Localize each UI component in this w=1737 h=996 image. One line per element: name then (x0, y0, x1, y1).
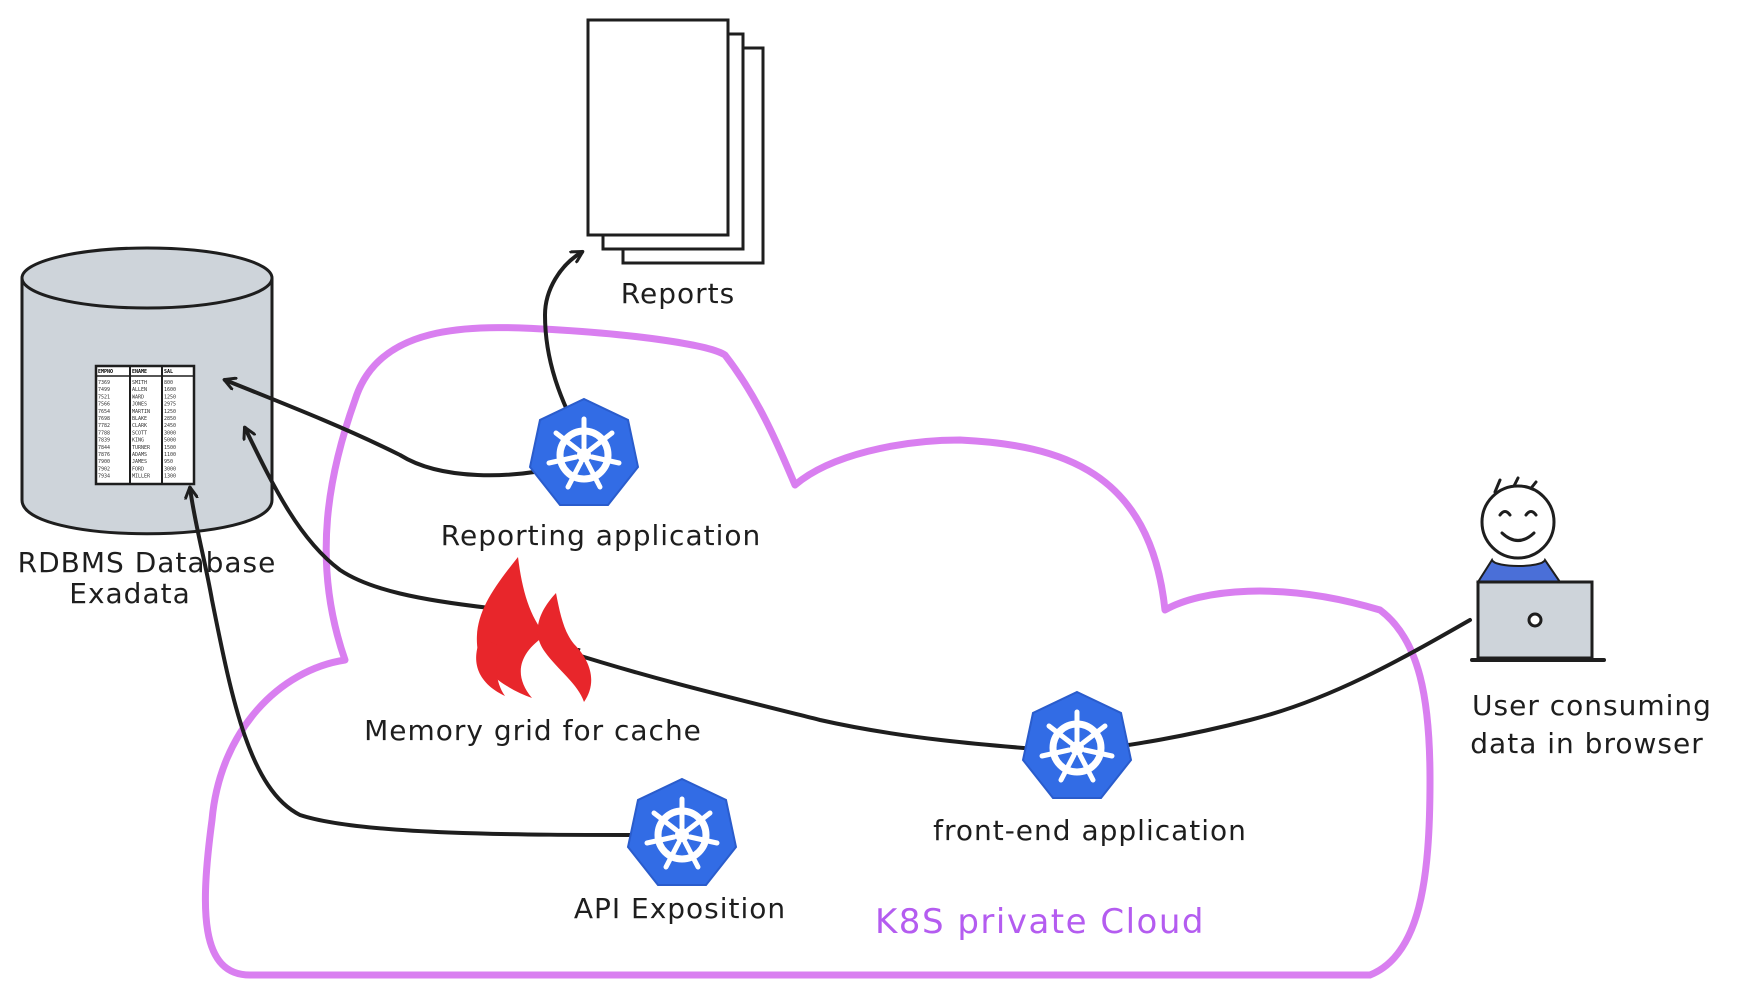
db-table-cell: 1250 (164, 394, 176, 400)
cloud-label: K8S private Cloud (875, 902, 1205, 942)
db-table-cell: KING (132, 438, 144, 444)
user-avatar-icon (1476, 476, 1562, 583)
arrow-cache-to-database (245, 428, 492, 610)
db-table-cell: 7900 (98, 459, 110, 465)
db-table-cell: WARD (132, 394, 144, 400)
arrow-frontend-to-cache (568, 652, 1077, 754)
k8s-cloud-outline (201, 324, 1434, 979)
db-table-cell: SMITH (132, 380, 147, 386)
db-table-cell: 7876 (98, 452, 110, 458)
db-table-cell: 7654 (98, 409, 110, 415)
db-table-cell: 7839 (98, 438, 110, 444)
db-table-cell: 2450 (164, 423, 176, 429)
db-table-cell: 7521 (98, 394, 110, 400)
arrow-user-to-frontend (1082, 618, 1472, 752)
db-table-header-cell: SAL (164, 369, 173, 375)
db-table-cell: 2975 (164, 402, 176, 408)
user-label-line2: data in browser (1470, 727, 1703, 760)
db-table-cell: 1500 (164, 445, 176, 451)
arrow-reporting-to-database (225, 380, 572, 478)
db-table-cell: 3000 (164, 430, 176, 436)
db-table-cell: 5000 (164, 438, 176, 444)
db-table-cell: 7698 (98, 416, 110, 422)
laptop-icon (1470, 580, 1606, 662)
db-table-cell: 7499 (98, 387, 110, 393)
db-table-cell: 1250 (164, 409, 176, 415)
db-table-cell: FORD (132, 466, 144, 472)
db-table-cell: 2850 (164, 416, 176, 422)
db-table-cell: 800 (164, 380, 173, 386)
arrow-api-to-database (190, 488, 654, 837)
db-table-cell: 1600 (164, 387, 176, 393)
db-table-cell: 1100 (164, 452, 176, 458)
db-table-cell: MARTIN (132, 409, 150, 415)
db-table-cell: 7902 (98, 466, 110, 472)
kubernetes-icon-api (628, 779, 736, 885)
memory-grid-flame-icon (476, 557, 592, 702)
db-table-cell: TURNER (132, 445, 151, 451)
db-table-cell: ALLEN (132, 387, 147, 393)
db-table-cell: JAMES (132, 459, 147, 465)
db-table-cell: SCOTT (132, 430, 147, 436)
db-table-cell: MILLER (132, 474, 151, 480)
db-table-header-cell: EMPNO (98, 369, 113, 375)
db-table-cell: 7369 (98, 380, 110, 386)
frontend-application-label: front-end application (933, 814, 1247, 847)
db-table-cell: 950 (164, 459, 173, 465)
db-table-cell: 7782 (98, 423, 110, 429)
database-label-line1: RDBMS Database (18, 546, 277, 579)
db-table-cell: ADAMS (132, 452, 147, 458)
reports-label: Reports (621, 277, 735, 310)
user-label-line1: User consuming (1472, 689, 1712, 722)
db-table-header-cell: ENAME (132, 369, 147, 375)
db-table-cell: 7844 (98, 445, 110, 451)
database-table-icon: EMPNO ENAME SAL 7369 SMITH 800 7499 ALLEN 1600 75… (94, 364, 196, 486)
db-table-cell: 1300 (164, 474, 176, 480)
db-table-cell: 3000 (164, 466, 176, 472)
kubernetes-icon-frontend (1023, 692, 1131, 798)
db-table-cell: 7566 (98, 402, 110, 408)
db-table-cell: 7934 (98, 474, 110, 480)
db-table-cell: 7788 (98, 430, 110, 436)
api-exposition-label: API Exposition (574, 892, 786, 925)
kubernetes-icon-reporting (530, 399, 638, 505)
reporting-application-label: Reporting application (441, 519, 761, 552)
reports-documents-icon (586, 18, 765, 265)
db-table-cell: JONES (132, 402, 147, 408)
db-table-cell: BLAKE (132, 416, 147, 422)
db-table-cell: CLARK (132, 423, 147, 429)
database-label-line2: Exadata (69, 577, 191, 610)
memory-grid-label: Memory grid for cache (364, 714, 702, 747)
